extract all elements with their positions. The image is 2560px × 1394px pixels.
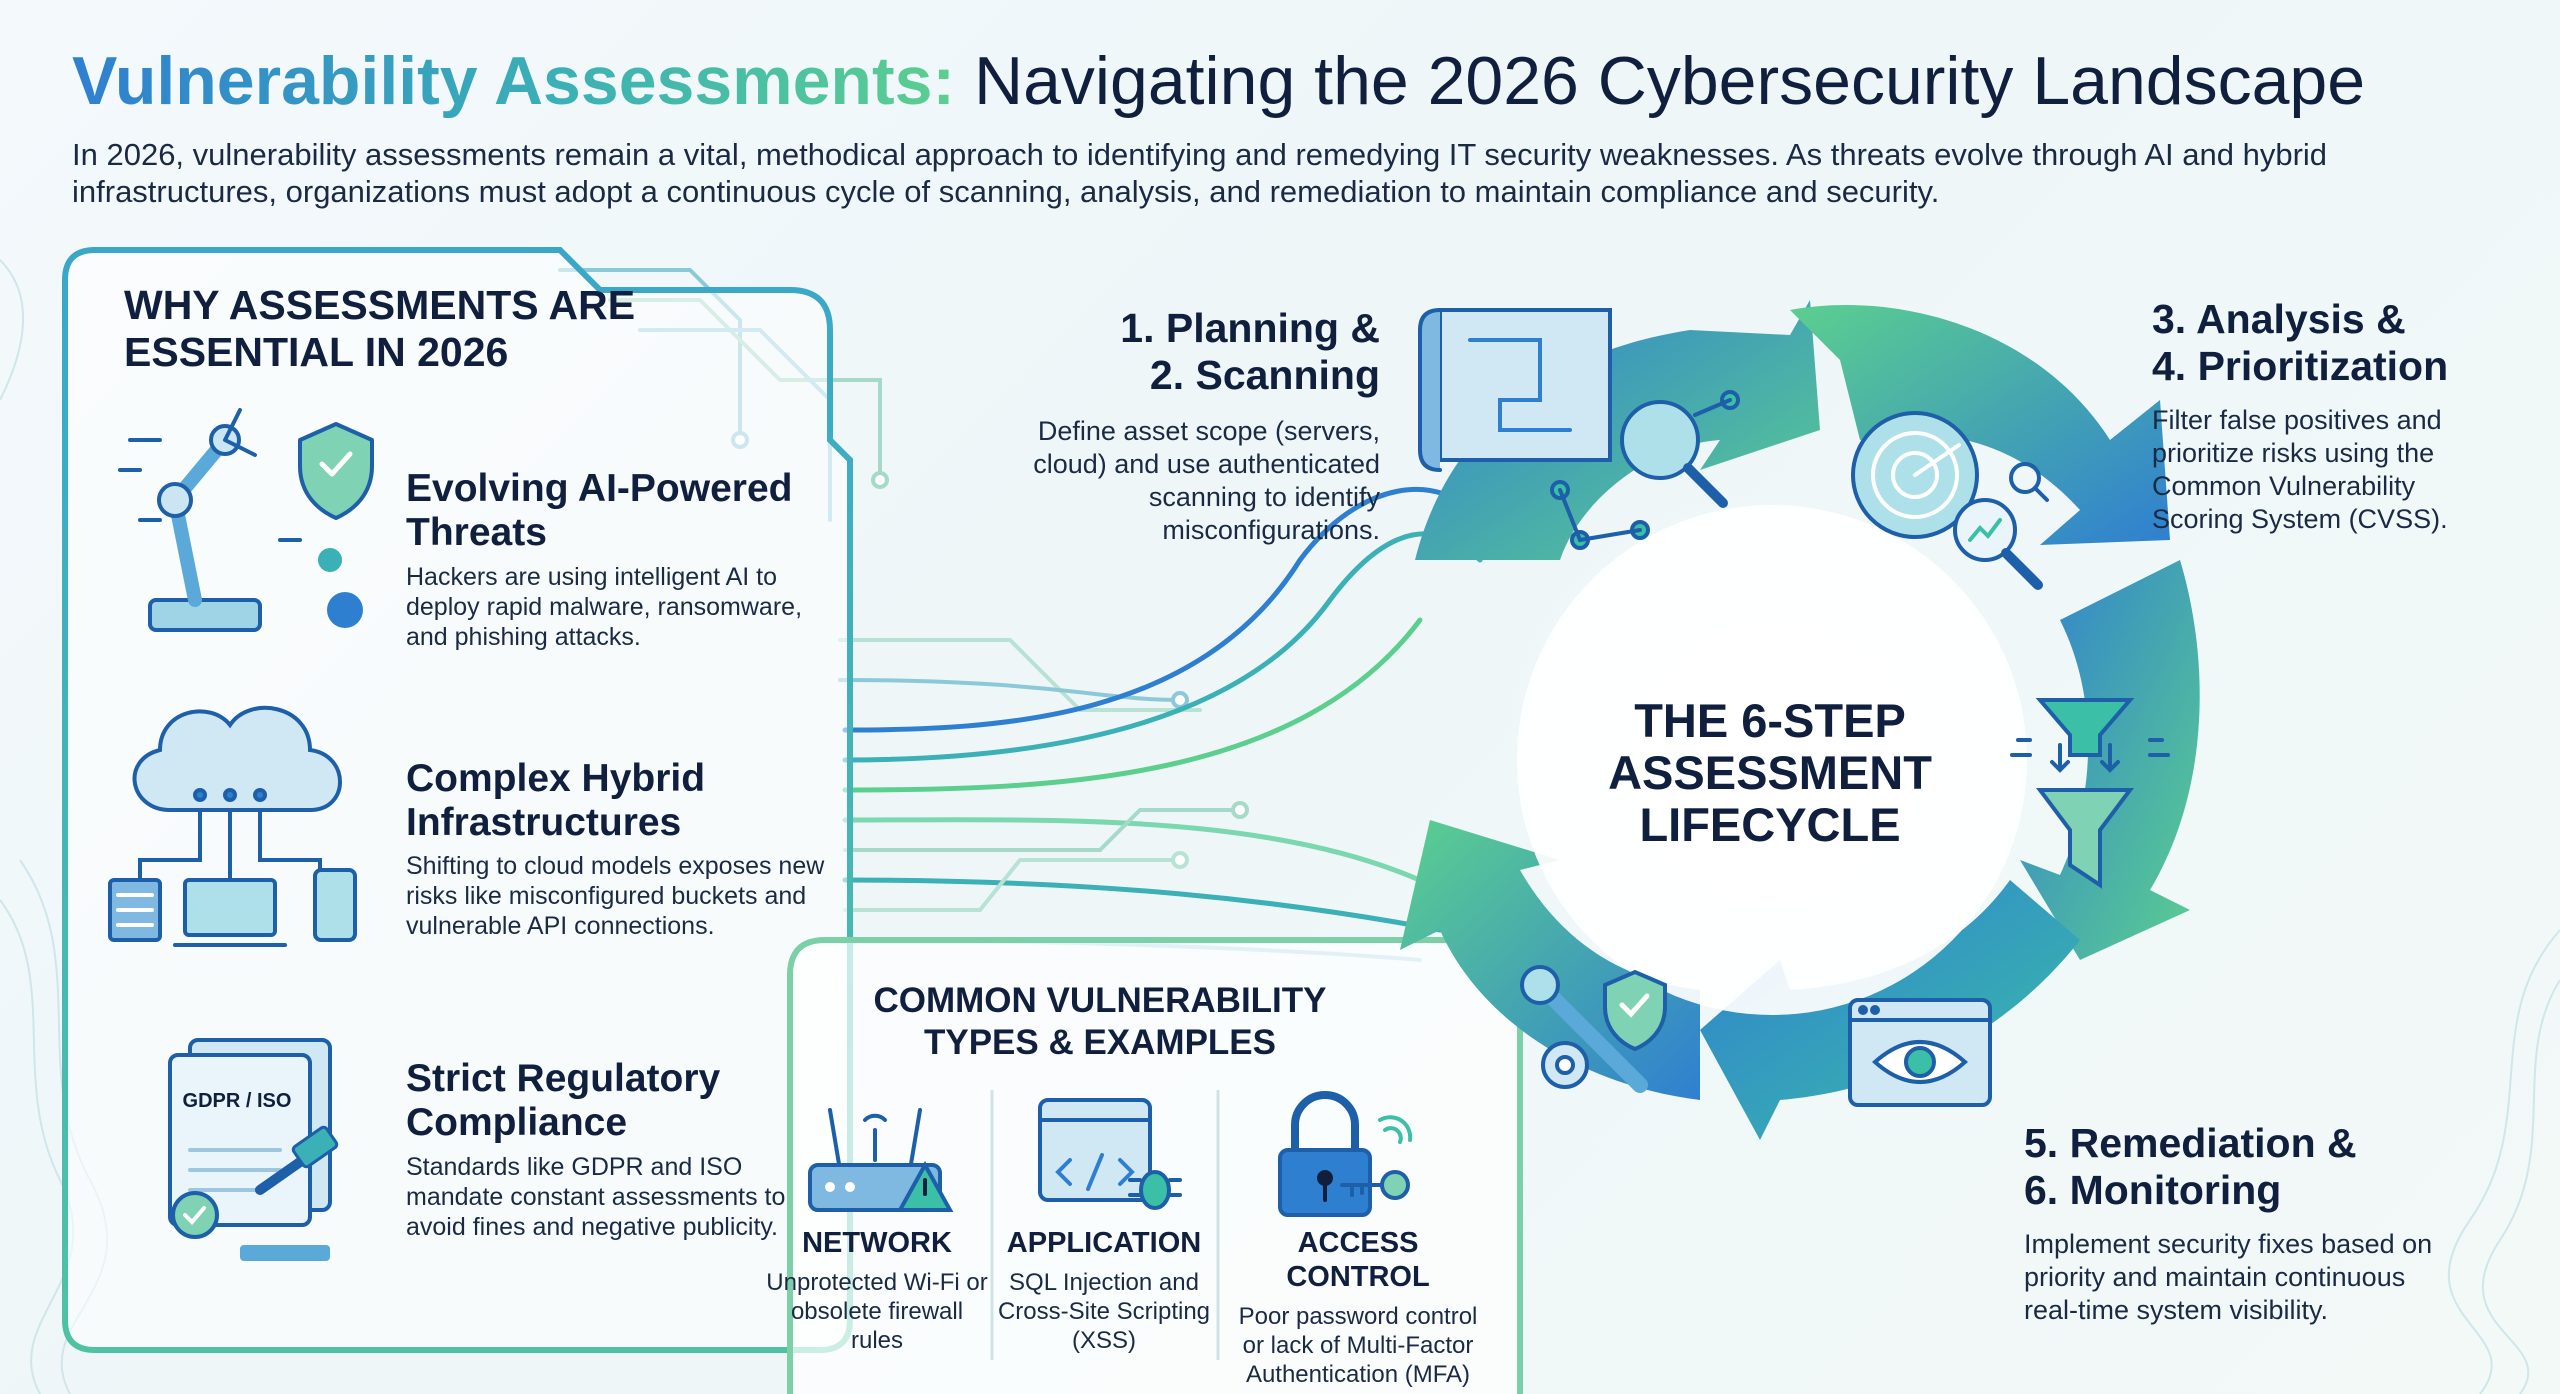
step-remediation-monitoring: 5. Remediation & 6. Monitoring Implement… [2024,1120,2444,1327]
lifecycle-center-title: THE 6-STEP ASSESSMENT LIFECYCLE [1608,694,1932,851]
step-desc: Define asset scope (servers, cloud) and … [1033,416,1380,545]
vuln-example: Unprotected Wi-Fi or obsolete firewall r… [766,1269,988,1354]
vuln-example: Poor password control or lack of Multi-F… [1238,1303,1478,1388]
filter-funnel-icon [2010,698,2170,889]
vuln-type-network: NETWORK Unprotected Wi-Fi or obsolete fi… [765,1226,989,1355]
step-title-line: 5. Remediation & [2024,1120,2357,1166]
blueprint-network-icon [1418,308,1740,550]
why-item-title: Strict Regulatory Compliance [406,1057,721,1144]
vuln-types-heading: COMMON VULNERABILITY TYPES & EXAMPLES [873,981,1327,1062]
code-window-bug-icon [1038,1098,1182,1210]
step-analysis-prioritization: 3. Analysis & 4. Prioritization Filter f… [2152,296,2482,536]
step-planning-scanning: 1. Planning & 2. Scanning Define asset s… [960,305,1380,547]
vuln-category: NETWORK [802,1227,952,1259]
step-title-line: 1. Planning & [1120,305,1380,351]
vuln-category: APPLICATION [1006,1227,1202,1259]
compliance-documents-icon [168,1038,339,1261]
why-item-title: Complex Hybrid Infrastructures [406,757,706,844]
step-title-line: 4. Prioritization [2152,343,2449,389]
vuln-type-access-control: ACCESS CONTROL Poor password control or … [1228,1226,1488,1389]
step-title-line: 2. Scanning [1149,352,1380,398]
why-item-desc: Standards like GDPR and ISO mandate cons… [406,1153,786,1241]
cycle-arrow-planning [1415,300,1820,560]
intro-text: In 2026, vulnerability assessments remai… [72,137,2328,209]
cloud-network-icon [108,705,357,947]
title-highlight: Vulnerability Assessments: [72,43,956,119]
why-item-desc: Shifting to cloud models exposes new ris… [406,852,825,940]
radar-magnifier-icon [1851,411,2049,590]
step-desc: Implement security fixes based on priori… [2024,1229,2433,1325]
why-item-desc: Hackers are using intelligent AI to depl… [406,563,803,651]
vuln-type-application: APPLICATION SQL Injection and Cross-Site… [992,1226,1216,1355]
why-heading: WHY ASSESSMENTS ARE ESSENTIAL IN 2026 [124,282,636,375]
why-item-title: Evolving AI-Powered Threats [406,467,793,554]
page-title: Vulnerability Assessments: Navigating th… [72,40,2365,122]
compliance-doc-label: GDPR / ISO [182,1090,292,1112]
cycle-arrow-analysis [1790,305,2170,545]
eye-monitor-icon [1848,998,1992,1107]
vuln-category: ACCESS CONTROL [1286,1227,1430,1293]
vuln-example: SQL Injection and Cross-Site Scripting (… [997,1269,1211,1354]
step-title-line: 6. Monitoring [2024,1167,2282,1213]
wrench-shield-icon [1520,965,1667,1093]
step-desc: Filter false positives and prioritize ri… [2152,405,2448,534]
router-warning-icon [808,1108,954,1212]
title-rest: Navigating the 2026 Cybersecurity Landsc… [955,43,2366,119]
padlock-key-icon [1278,1091,1413,1217]
step-title-line: 3. Analysis & [2152,296,2406,342]
robot-arm-icon [118,408,374,632]
